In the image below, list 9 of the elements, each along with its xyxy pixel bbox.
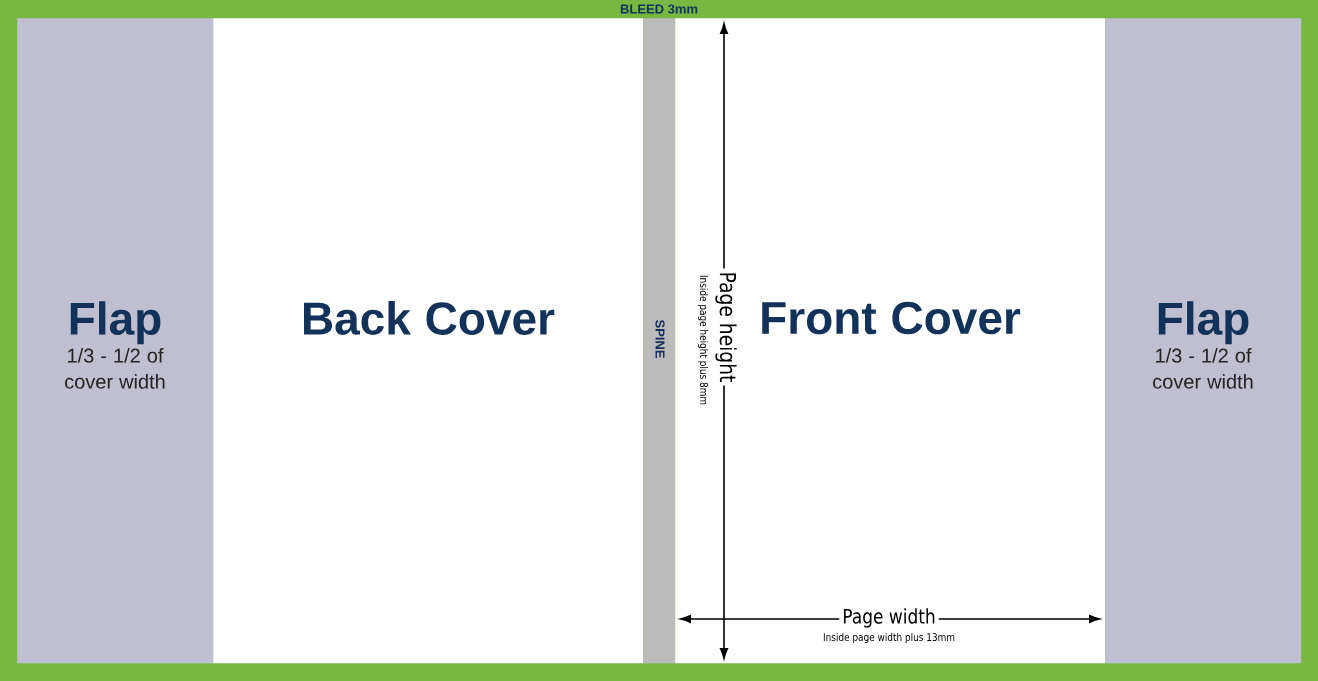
dimension-label: Page width [839, 605, 939, 631]
cover-panel: Back Cover [213, 18, 644, 664]
dimension-note: Inside page width plus 13mm [823, 632, 955, 644]
dimension-label: Page height [712, 268, 740, 386]
bleed-label: BLEED 3mm [620, 4, 698, 14]
flap-panel: Flap 1/3 - 1/2 of cover width [1105, 18, 1302, 664]
spine-panel: SPINE [643, 18, 676, 664]
flap-panel: Flap 1/3 - 1/2 of cover width [17, 18, 214, 664]
dimension-note: Inside page height plus 8mm [697, 275, 709, 405]
